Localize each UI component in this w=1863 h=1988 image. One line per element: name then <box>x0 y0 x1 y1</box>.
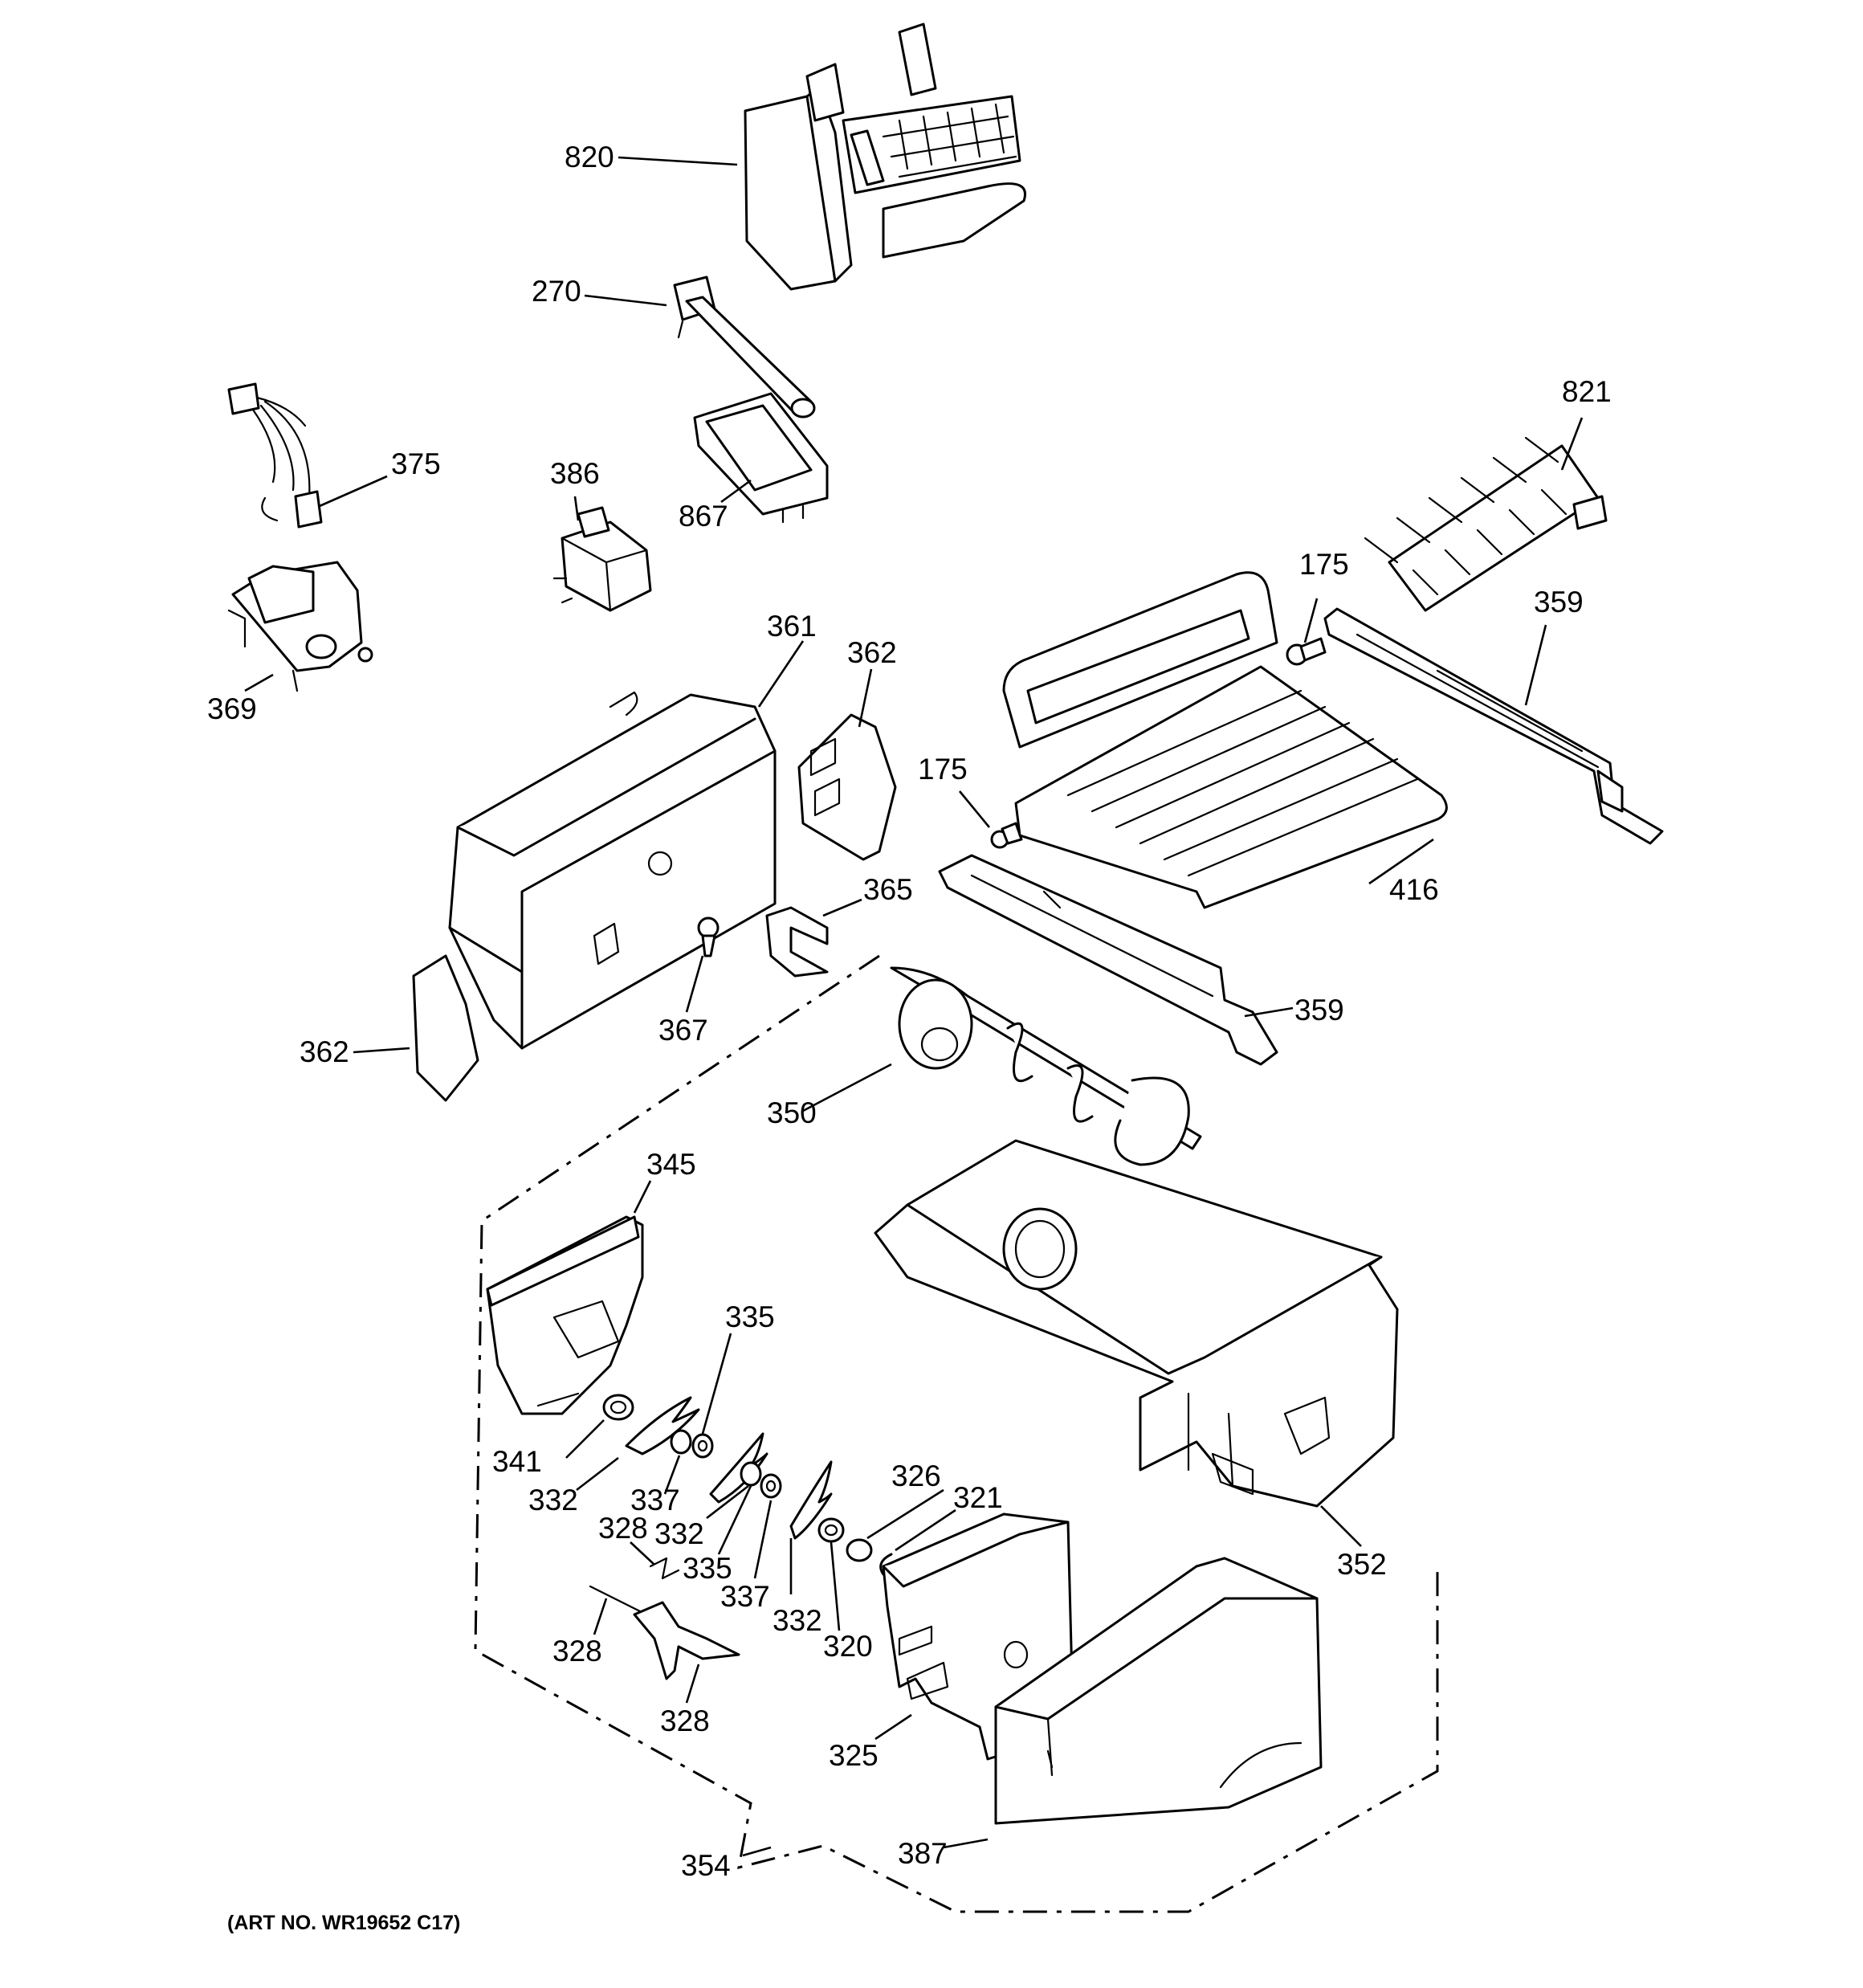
label-821: 821 <box>1562 375 1612 408</box>
screw-upper <box>1286 637 1327 666</box>
bushing-320 <box>817 1517 845 1543</box>
ice-maker-assembly <box>744 22 1026 291</box>
label-332-b: 332 <box>654 1517 704 1550</box>
label-326: 326 <box>891 1459 941 1492</box>
housing-clip <box>765 906 829 978</box>
fill-tube <box>673 276 816 418</box>
crusher-housing <box>486 1215 644 1415</box>
label-175-lower: 175 <box>918 753 968 786</box>
label-369: 369 <box>207 692 257 725</box>
door-shaft-328 <box>589 1585 648 1616</box>
screw-lower <box>990 822 1023 849</box>
wire-harness <box>227 382 323 529</box>
mounting-plate-left <box>412 954 479 1102</box>
label-328-middle: 328 <box>552 1635 602 1668</box>
label-362-lower: 362 <box>300 1035 349 1068</box>
leader-lines <box>244 156 1584 1857</box>
motor-housing <box>448 691 777 1050</box>
label-386: 386 <box>550 457 600 490</box>
label-361: 361 <box>767 610 817 643</box>
solenoid <box>552 506 652 612</box>
shelf-rail-upper <box>1323 607 1664 845</box>
label-352: 352 <box>1337 1548 1387 1581</box>
label-335-lower: 335 <box>683 1552 732 1585</box>
label-362-upper: 362 <box>847 636 897 669</box>
washer-341 <box>602 1394 634 1421</box>
label-325: 325 <box>829 1739 879 1772</box>
mounting-plate-right <box>797 713 897 861</box>
label-387: 387 <box>898 1837 948 1870</box>
label-867: 867 <box>679 500 728 533</box>
label-359-upper: 359 <box>1534 586 1584 618</box>
spacer-337-a <box>670 1429 714 1459</box>
part-labels: 820 270 375 386 867 821 369 175 359 361 … <box>207 141 1612 1882</box>
label-350: 350 <box>767 1096 817 1129</box>
label-337-lower: 337 <box>720 1580 770 1613</box>
label-335-upper: 335 <box>725 1300 775 1333</box>
ice-shelf <box>1002 571 1448 909</box>
ice-stripper <box>1364 436 1608 612</box>
label-341: 341 <box>492 1445 542 1478</box>
art-number: (ART NO. WR19652 C17) <box>227 1912 460 1934</box>
shelf-rail-lower <box>938 854 1278 1066</box>
ice-bucket <box>874 1139 1399 1508</box>
auger-motor <box>227 561 373 692</box>
label-337-upper: 337 <box>630 1484 680 1517</box>
label-820: 820 <box>565 141 614 173</box>
label-175-upper: 175 <box>1299 548 1349 581</box>
label-367: 367 <box>658 1014 708 1047</box>
label-359-lower: 359 <box>1294 994 1344 1027</box>
label-328-lower: 328 <box>660 1704 710 1737</box>
label-375: 375 <box>391 447 441 480</box>
label-345: 345 <box>646 1148 696 1181</box>
label-328-upper: 328 <box>598 1512 648 1545</box>
blade-332-c <box>789 1460 833 1540</box>
label-365: 365 <box>863 873 913 906</box>
bucket-front-cover <box>994 1557 1323 1825</box>
spacer-337-b <box>740 1461 782 1499</box>
housing-screw <box>697 916 720 957</box>
assembly-outline <box>474 954 1439 1913</box>
label-332-c: 332 <box>773 1604 822 1637</box>
label-332-a: 332 <box>528 1484 578 1517</box>
door-lever-328 <box>633 1601 740 1680</box>
fill-cup <box>693 392 829 524</box>
label-320: 320 <box>823 1630 873 1663</box>
label-270: 270 <box>532 275 581 308</box>
auger <box>890 966 1202 1166</box>
label-354: 354 <box>681 1849 731 1882</box>
label-416: 416 <box>1389 873 1439 906</box>
door-spring-328 <box>649 1557 680 1580</box>
label-321: 321 <box>953 1481 1003 1514</box>
washer-326 <box>846 1538 873 1562</box>
